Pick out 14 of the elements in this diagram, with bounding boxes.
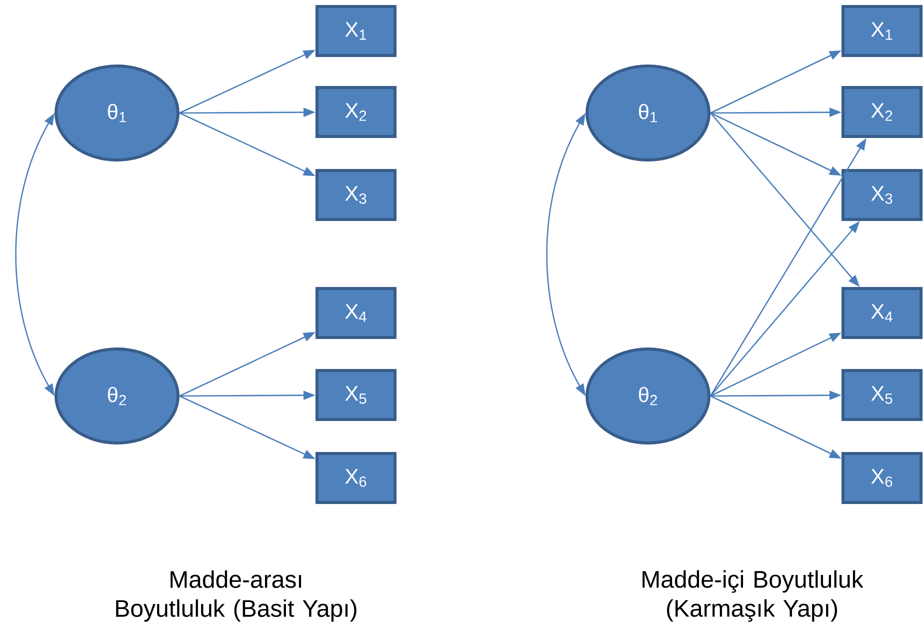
item-box: X$_{2}$ [316, 86, 396, 138]
item-box: X$_{4}$ [316, 287, 396, 339]
item-box: X$_{1}$ [316, 5, 396, 57]
item-box: X$_{4}$ [842, 287, 922, 339]
caption: Madde-arası Boyutluluk (Basit Yapı) [116, 570, 356, 622]
item-box: X$_{3}$ [316, 169, 396, 221]
item-box: X$_{5}$ [842, 369, 922, 421]
item-box: X$_{5}$ [316, 369, 396, 421]
item-box: X$_{3}$ [842, 169, 922, 221]
item-box: X$_{6}$ [316, 452, 396, 504]
item-box: X$_{1}$ [842, 5, 922, 57]
item-box: X$_{6}$ [842, 452, 922, 504]
item-box: X$_{2}$ [842, 86, 922, 138]
caption: Madde-içi Boyutluluk (Karmaşık Yapı) [642, 570, 864, 622]
